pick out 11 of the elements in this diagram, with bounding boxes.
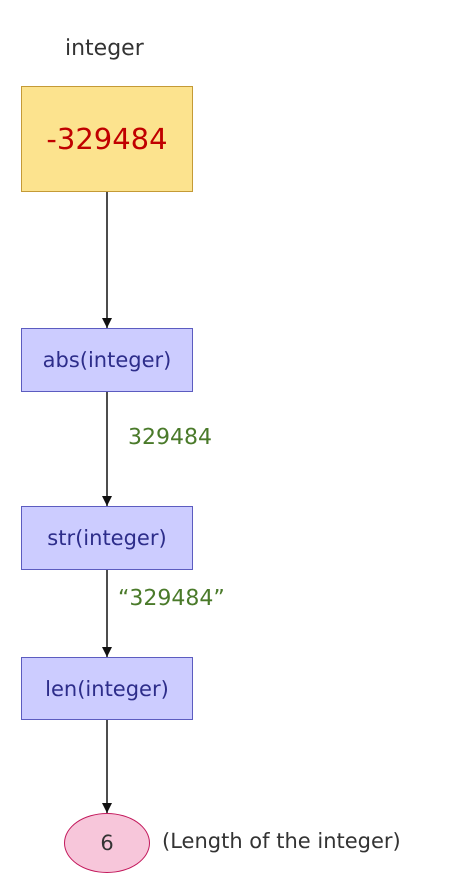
process-box: str(integer) bbox=[21, 506, 193, 570]
result-ellipse: 6 bbox=[64, 813, 150, 873]
arrow bbox=[102, 720, 112, 813]
arrow bbox=[102, 192, 112, 328]
node-note: (Length of the integer) bbox=[162, 829, 401, 853]
value-box: -329484 bbox=[21, 86, 193, 192]
node-heading: integer bbox=[65, 36, 144, 61]
arrow bbox=[102, 392, 112, 506]
process-box: abs(integer) bbox=[21, 328, 193, 392]
process-box: len(integer) bbox=[21, 657, 193, 720]
arrow bbox=[102, 570, 112, 657]
